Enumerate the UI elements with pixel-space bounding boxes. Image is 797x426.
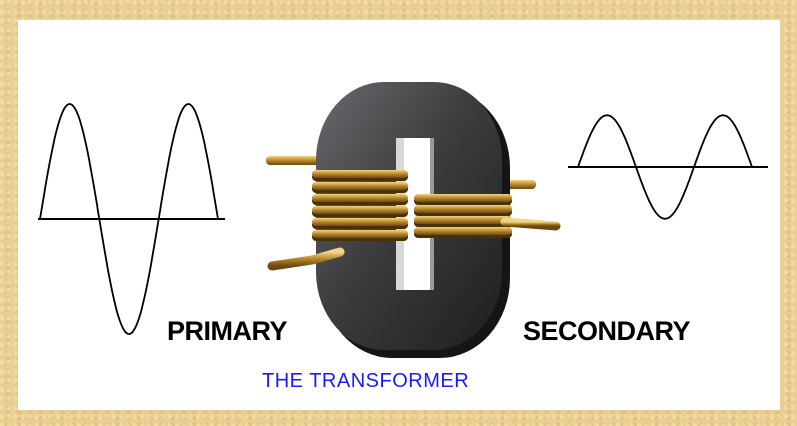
primary-winding-turn <box>312 206 408 214</box>
secondary-winding-turn <box>414 227 512 235</box>
secondary-waveform <box>568 115 768 219</box>
primary-waveform <box>38 104 225 334</box>
secondary-winding-turn <box>414 216 512 224</box>
secondary-bottom-lead <box>505 222 556 226</box>
primary-winding-turn <box>312 182 408 190</box>
secondary-label: SECONDARY <box>523 316 690 347</box>
secondary-winding <box>414 194 512 238</box>
primary-winding-turn <box>312 230 408 238</box>
secondary-winding-turn <box>414 205 512 213</box>
secondary-winding-turn <box>414 194 512 202</box>
primary-winding-turn <box>312 170 408 178</box>
primary-winding-turn <box>312 194 408 202</box>
primary-label: PRIMARY <box>167 316 287 347</box>
primary-winding-turn <box>312 218 408 226</box>
diagram-caption: THE TRANSFORMER <box>262 370 469 393</box>
